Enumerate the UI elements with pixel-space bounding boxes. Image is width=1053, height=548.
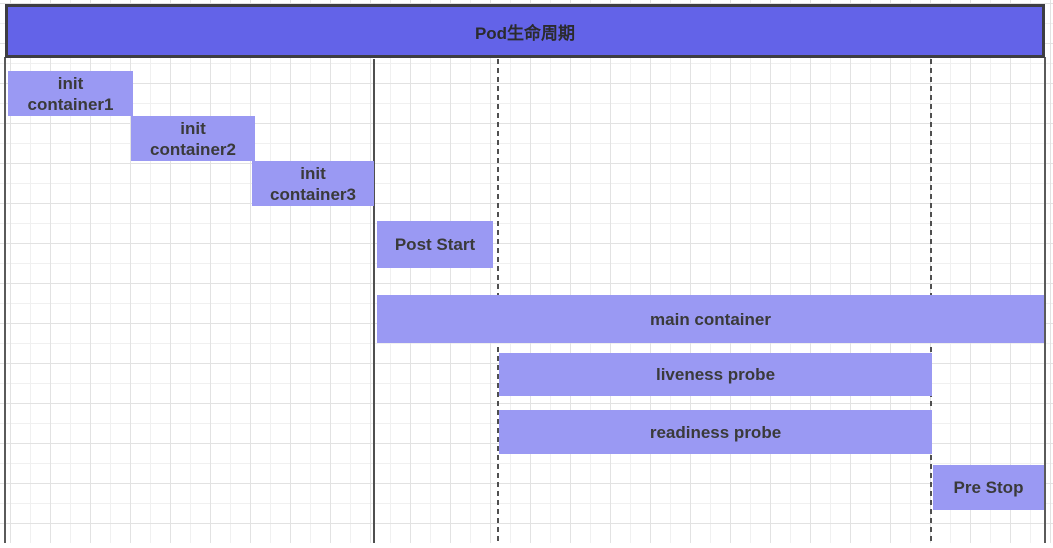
bar-init-container1: init container1 — [8, 71, 133, 116]
left-border-line — [4, 57, 6, 543]
bar-main-container: main container — [377, 295, 1044, 343]
bar-init-container2: init container2 — [131, 116, 255, 161]
bar-liveness-probe: liveness probe — [499, 353, 932, 396]
init-phase-end-line — [373, 59, 375, 543]
bar-pre-stop: Pre Stop — [933, 465, 1044, 510]
bar-label-init-container3: init container3 — [270, 163, 356, 204]
bar-label-main-container: main container — [650, 309, 771, 329]
bar-label-pre-stop: Pre Stop — [953, 478, 1024, 497]
title-bar: Pod生命周期 — [5, 4, 1045, 58]
bar-post-start: Post Start — [377, 221, 493, 268]
bar-label-liveness-probe: liveness probe — [655, 365, 776, 384]
diagram-title: Pod生命周期 — [474, 23, 576, 43]
bar-label-init-container1: init container1 — [27, 73, 114, 114]
bar-readiness-probe: readiness probe — [499, 410, 932, 454]
bar-label-readiness-probe: readiness probe — [649, 422, 782, 442]
right-border-line — [1044, 57, 1046, 543]
bar-label-init-container2: init container2 — [150, 118, 236, 159]
bar-init-container3: init container3 — [252, 161, 374, 206]
bar-label-post-start: Post Start — [394, 235, 476, 254]
